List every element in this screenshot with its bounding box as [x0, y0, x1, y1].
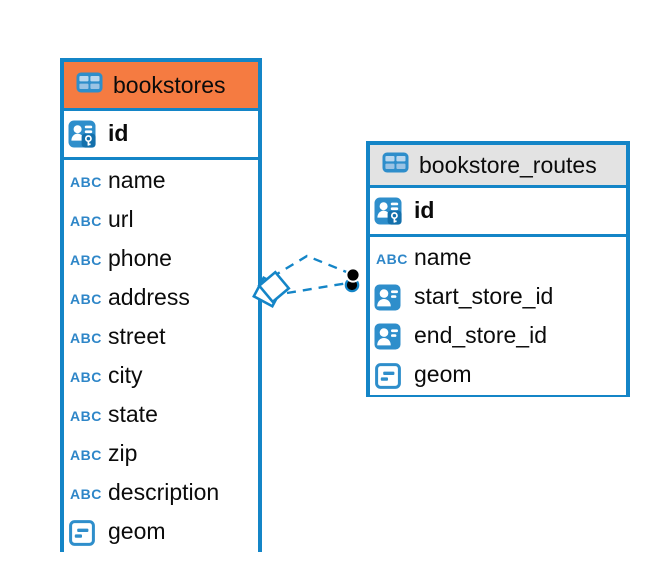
text-type-icon: ABC: [70, 368, 102, 385]
column-name: geom: [414, 361, 472, 387]
table-name: bookstores: [113, 71, 226, 98]
column-name: zip: [108, 440, 138, 466]
table-icon: [76, 72, 103, 98]
primary-key-icon: [374, 197, 414, 225]
relationship-line-lower[interactable]: [286, 281, 349, 295]
column-name: name: [414, 244, 472, 270]
table-bookstores[interactable]: bookstores id ABC: [60, 58, 262, 552]
primary-key-icon: [68, 120, 108, 148]
column-row[interactable]: ABC name: [370, 239, 626, 278]
column-row[interactable]: ABC description: [64, 474, 258, 513]
text-type-icon: ABC: [70, 329, 102, 346]
table-icon: [382, 152, 409, 178]
column-row[interactable]: start_store_id: [370, 278, 626, 317]
text-type-icon: ABC: [70, 446, 102, 463]
table-header-bookstore-routes[interactable]: bookstore_routes: [370, 145, 626, 188]
table-bookstore-routes[interactable]: bookstore_routes id ABC: [366, 141, 630, 397]
column-row[interactable]: ABC phone: [64, 240, 258, 279]
column-row[interactable]: ABC name: [64, 162, 258, 201]
column-row[interactable]: geom: [64, 513, 258, 552]
column-row-id[interactable]: id: [64, 111, 258, 160]
text-type-icon: ABC: [70, 485, 102, 502]
column-row[interactable]: ABC state: [64, 396, 258, 435]
text-type-icon: ABC: [70, 173, 102, 190]
column-name: geom: [108, 518, 166, 544]
text-type-icon: ABC: [70, 212, 102, 229]
reference-type-icon: [374, 323, 414, 350]
geometry-type-icon: [374, 362, 414, 389]
column-row[interactable]: ABC street: [64, 318, 258, 357]
relationship-bookstores-bookstore-routes[interactable]: [252, 254, 361, 308]
column-row[interactable]: ABC zip: [64, 435, 258, 474]
column-name: address: [108, 284, 190, 310]
relationship-line-upper[interactable]: [271, 254, 350, 279]
text-type-icon: ABC: [70, 407, 102, 424]
column-row[interactable]: ABC url: [64, 201, 258, 240]
column-row[interactable]: ABC city: [64, 357, 258, 396]
column-name: street: [108, 323, 166, 349]
table-name: bookstore_routes: [419, 151, 597, 178]
table-header-bookstores[interactable]: bookstores: [64, 62, 258, 111]
column-name: id: [108, 119, 129, 146]
column-name: city: [108, 362, 143, 388]
column-row-id[interactable]: id: [370, 188, 626, 237]
column-row[interactable]: end_store_id: [370, 317, 626, 356]
column-row[interactable]: ABC address: [64, 279, 258, 318]
column-name: end_store_id: [414, 322, 547, 348]
column-list: ABC name ABC url ABC phone ABC address A…: [64, 160, 258, 552]
column-list: ABC name start_store_id: [370, 237, 626, 395]
text-type-icon: ABC: [376, 250, 408, 267]
column-name: start_store_id: [414, 283, 554, 309]
relationship-dot-marker: [344, 267, 361, 293]
text-type-icon: ABC: [70, 251, 102, 268]
text-type-icon: ABC: [70, 290, 102, 307]
column-name: id: [414, 196, 435, 223]
reference-type-icon: [374, 284, 414, 311]
column-name: name: [108, 167, 166, 193]
geometry-type-icon: [68, 519, 108, 546]
column-name: description: [108, 479, 220, 505]
column-name: url: [108, 206, 134, 232]
column-name: state: [108, 401, 158, 427]
column-name: phone: [108, 245, 172, 271]
column-row[interactable]: geom: [370, 356, 626, 395]
